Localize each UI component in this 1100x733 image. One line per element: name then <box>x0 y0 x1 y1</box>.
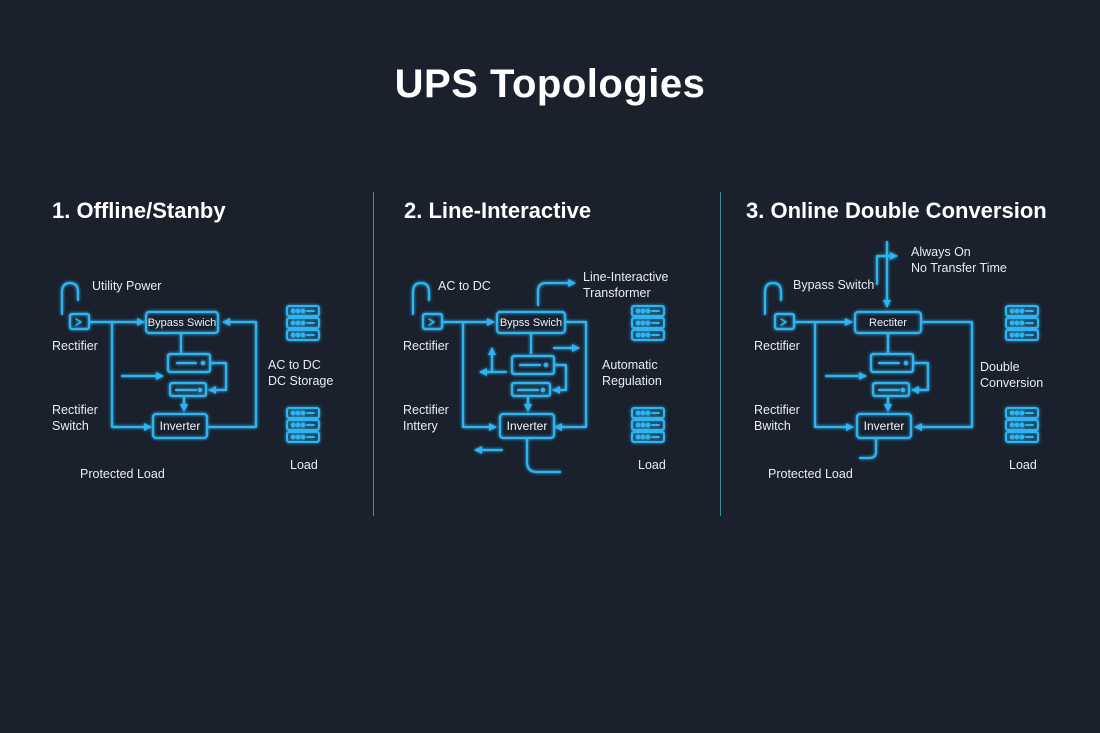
panel-1-load: Load <box>290 458 318 472</box>
panel-1-diagram <box>60 281 321 444</box>
panel-2-regulation: Automatic Regulation <box>602 358 662 388</box>
panel-2-bypass-label: Bypss Swich <box>499 317 563 329</box>
panel-1-ac-dc: AC to DC DC Storage <box>268 358 334 388</box>
panel-2-rectifier: Rectifier <box>403 339 449 353</box>
panel-1-module-box <box>168 381 208 398</box>
panel-3-module-box <box>871 381 911 398</box>
panel-3-double-conversion: Double Conversion <box>980 360 1044 390</box>
divider-left <box>373 192 374 516</box>
panel-2-rectifier-battery: Rectifier Inttery <box>403 403 449 433</box>
panel-2-inverter-label: Inverter <box>506 419 548 433</box>
panel-3-rectifier-bwitch: Rectifier Bwitch <box>754 403 800 433</box>
panel-2-transformer: Line-Interactive Transformer <box>583 270 669 300</box>
divider-right <box>720 192 721 516</box>
panel-1-inverter-label: Inverter <box>159 419 201 433</box>
panel-1-protected-load: Protected Load <box>80 467 165 481</box>
panel-1-rectifier-switch: Rectifier Switch <box>52 403 98 433</box>
plug-icon <box>763 281 783 316</box>
panel-2-title: 2. Line-Interactive <box>404 198 592 223</box>
panel-2-diagram <box>411 279 666 474</box>
panel-1-inverter-box <box>151 412 209 440</box>
panel-2-load: Load <box>638 458 666 472</box>
panel-3-inverter-box <box>855 412 913 440</box>
panel-3-protected-load: Protected Load <box>768 467 853 481</box>
plug-icon <box>60 281 80 316</box>
panel-3-bypass-switch: Bypass Switch <box>793 278 875 292</box>
panel-3-inverter-label: Inverter <box>863 419 905 433</box>
panel-1-bypass-label: Bypass Swich <box>147 317 217 329</box>
panel-2-module-box <box>510 381 552 398</box>
plug-icon <box>411 281 431 316</box>
page-title: UPS Topologies <box>394 62 706 106</box>
panel-3-always-on: Always On No Transfer Time <box>911 245 1007 275</box>
panel-1-utility-power: Utility Power <box>92 279 162 293</box>
panel-2-ac-to-dc: AC to DC <box>438 279 491 293</box>
panel-3-diagram <box>763 240 1040 460</box>
panel-3-rectifier-label: Rectiter <box>869 317 907 329</box>
panel-1-rectifier: Rectifier <box>52 339 98 353</box>
panel-3-rectifier: Rectifier <box>754 339 800 353</box>
panel-3-load: Load <box>1009 458 1037 472</box>
panel-1-title: 1. Offline/Stanby <box>52 198 226 223</box>
panel-3-title: 3. Online Double Conversion <box>746 198 1047 223</box>
